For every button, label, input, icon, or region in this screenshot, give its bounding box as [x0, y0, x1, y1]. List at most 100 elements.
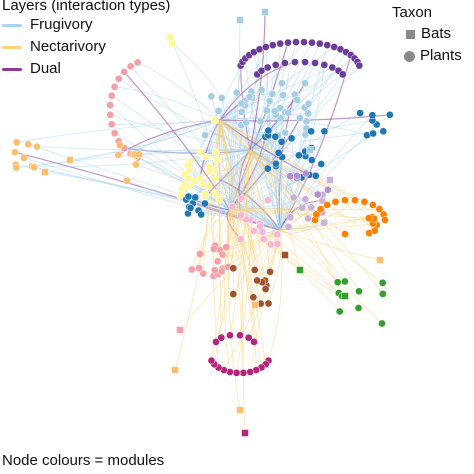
plant-node: [107, 91, 116, 100]
legend-label-frugivory: Frugivory: [30, 16, 93, 33]
plant-node: [210, 245, 218, 253]
plant-node: [237, 99, 246, 108]
plant-node: [354, 304, 363, 312]
interaction-edge: [219, 119, 360, 292]
legend-label-plants: Plants: [420, 47, 462, 64]
plant-node: [270, 107, 279, 115]
plant-node: [106, 101, 115, 110]
plant-node: [284, 222, 293, 231]
interaction-edge: [229, 209, 375, 220]
layers-legend-title: Layers (interaction types): [2, 0, 171, 14]
plant-node: [287, 134, 296, 143]
bat-node: [171, 366, 179, 374]
plant-node: [250, 266, 259, 274]
plant-node: [212, 156, 221, 164]
interaction-edge: [219, 119, 346, 235]
interaction-edge: [229, 209, 234, 295]
interaction-edge: [189, 169, 231, 211]
interaction-edge: [16, 119, 221, 143]
legend-label-nectarivory: Nectarivory: [30, 38, 106, 55]
plant-node: [236, 331, 244, 340]
plant-node: [304, 109, 312, 118]
bat-node: [236, 406, 244, 414]
interaction-edge: [231, 149, 251, 207]
plant-node: [355, 61, 364, 70]
plant-node: [12, 138, 21, 147]
plant-node: [250, 338, 258, 346]
plant-node: [266, 267, 274, 276]
plant-node: [313, 190, 322, 199]
plant-node: [242, 118, 251, 127]
plant-node: [264, 196, 272, 205]
interaction-edge: [229, 149, 251, 336]
legend-label-bats: Bats: [421, 25, 452, 42]
bat-node: [306, 146, 314, 154]
plant-node: [33, 142, 41, 151]
plant-node: [237, 108, 246, 116]
plant-node: [311, 171, 320, 180]
plant-node: [217, 267, 226, 276]
legend-item-bats: Bats: [406, 23, 462, 45]
plant-node: [215, 195, 224, 204]
interaction-edge: [279, 138, 294, 231]
plant-node: [378, 290, 387, 298]
plant-node: [211, 148, 220, 156]
interaction-edge: [219, 119, 328, 206]
plant-node: [237, 211, 245, 220]
bat-node: [241, 429, 249, 437]
interaction-edge: [34, 166, 231, 211]
dual-line-swatch: [2, 67, 22, 71]
plant-node: [106, 110, 115, 119]
bat-node: [281, 251, 289, 259]
plant-node: [261, 43, 270, 51]
plant-node: [191, 193, 200, 202]
plant-node: [250, 227, 258, 235]
plant-node: [114, 74, 123, 83]
plant-node: [295, 151, 303, 160]
interaction-edge: [210, 119, 221, 250]
bat-node: [296, 266, 304, 274]
plant-node: [264, 299, 273, 308]
plant-node: [307, 127, 315, 136]
bat-node: [261, 8, 269, 16]
plant-node: [293, 171, 301, 180]
plant-node: [273, 239, 282, 248]
plant-node: [385, 110, 394, 119]
plant-node: [11, 148, 19, 157]
interaction-edge: [279, 179, 331, 231]
plant-node: [226, 331, 234, 340]
plant-node: [302, 117, 311, 126]
interaction-edge: [224, 209, 231, 373]
plant-node: [217, 333, 226, 342]
interaction-edge: [185, 119, 221, 200]
plant-node: [245, 93, 254, 101]
plant-node: [271, 132, 280, 141]
interaction-edge: [118, 78, 251, 151]
plant-node: [20, 153, 28, 162]
plant-node: [320, 61, 329, 69]
plant-node: [317, 160, 326, 168]
plant-node: [110, 129, 119, 138]
plant-node: [205, 167, 213, 175]
plant-node: [333, 278, 342, 287]
plant-node: [229, 264, 238, 273]
bat-node: [66, 156, 74, 164]
interaction-edge: [229, 49, 260, 211]
plant-node: [131, 160, 140, 169]
plant-node: [355, 287, 363, 296]
interaction-edge: [134, 119, 221, 155]
plant-node: [190, 177, 198, 185]
interaction-edge: [249, 149, 373, 218]
plant-node: [197, 210, 206, 219]
plant-node: [266, 240, 275, 249]
plant-node: [307, 156, 316, 164]
plant-node: [296, 114, 304, 122]
plant-node: [284, 38, 292, 47]
plant-node: [133, 58, 142, 67]
interaction-edge: [137, 62, 221, 121]
bat-node: [41, 168, 49, 176]
plant-node: [186, 204, 195, 212]
plant-node: [30, 163, 39, 172]
plant-node: [298, 203, 307, 212]
plant-node: [268, 41, 277, 49]
